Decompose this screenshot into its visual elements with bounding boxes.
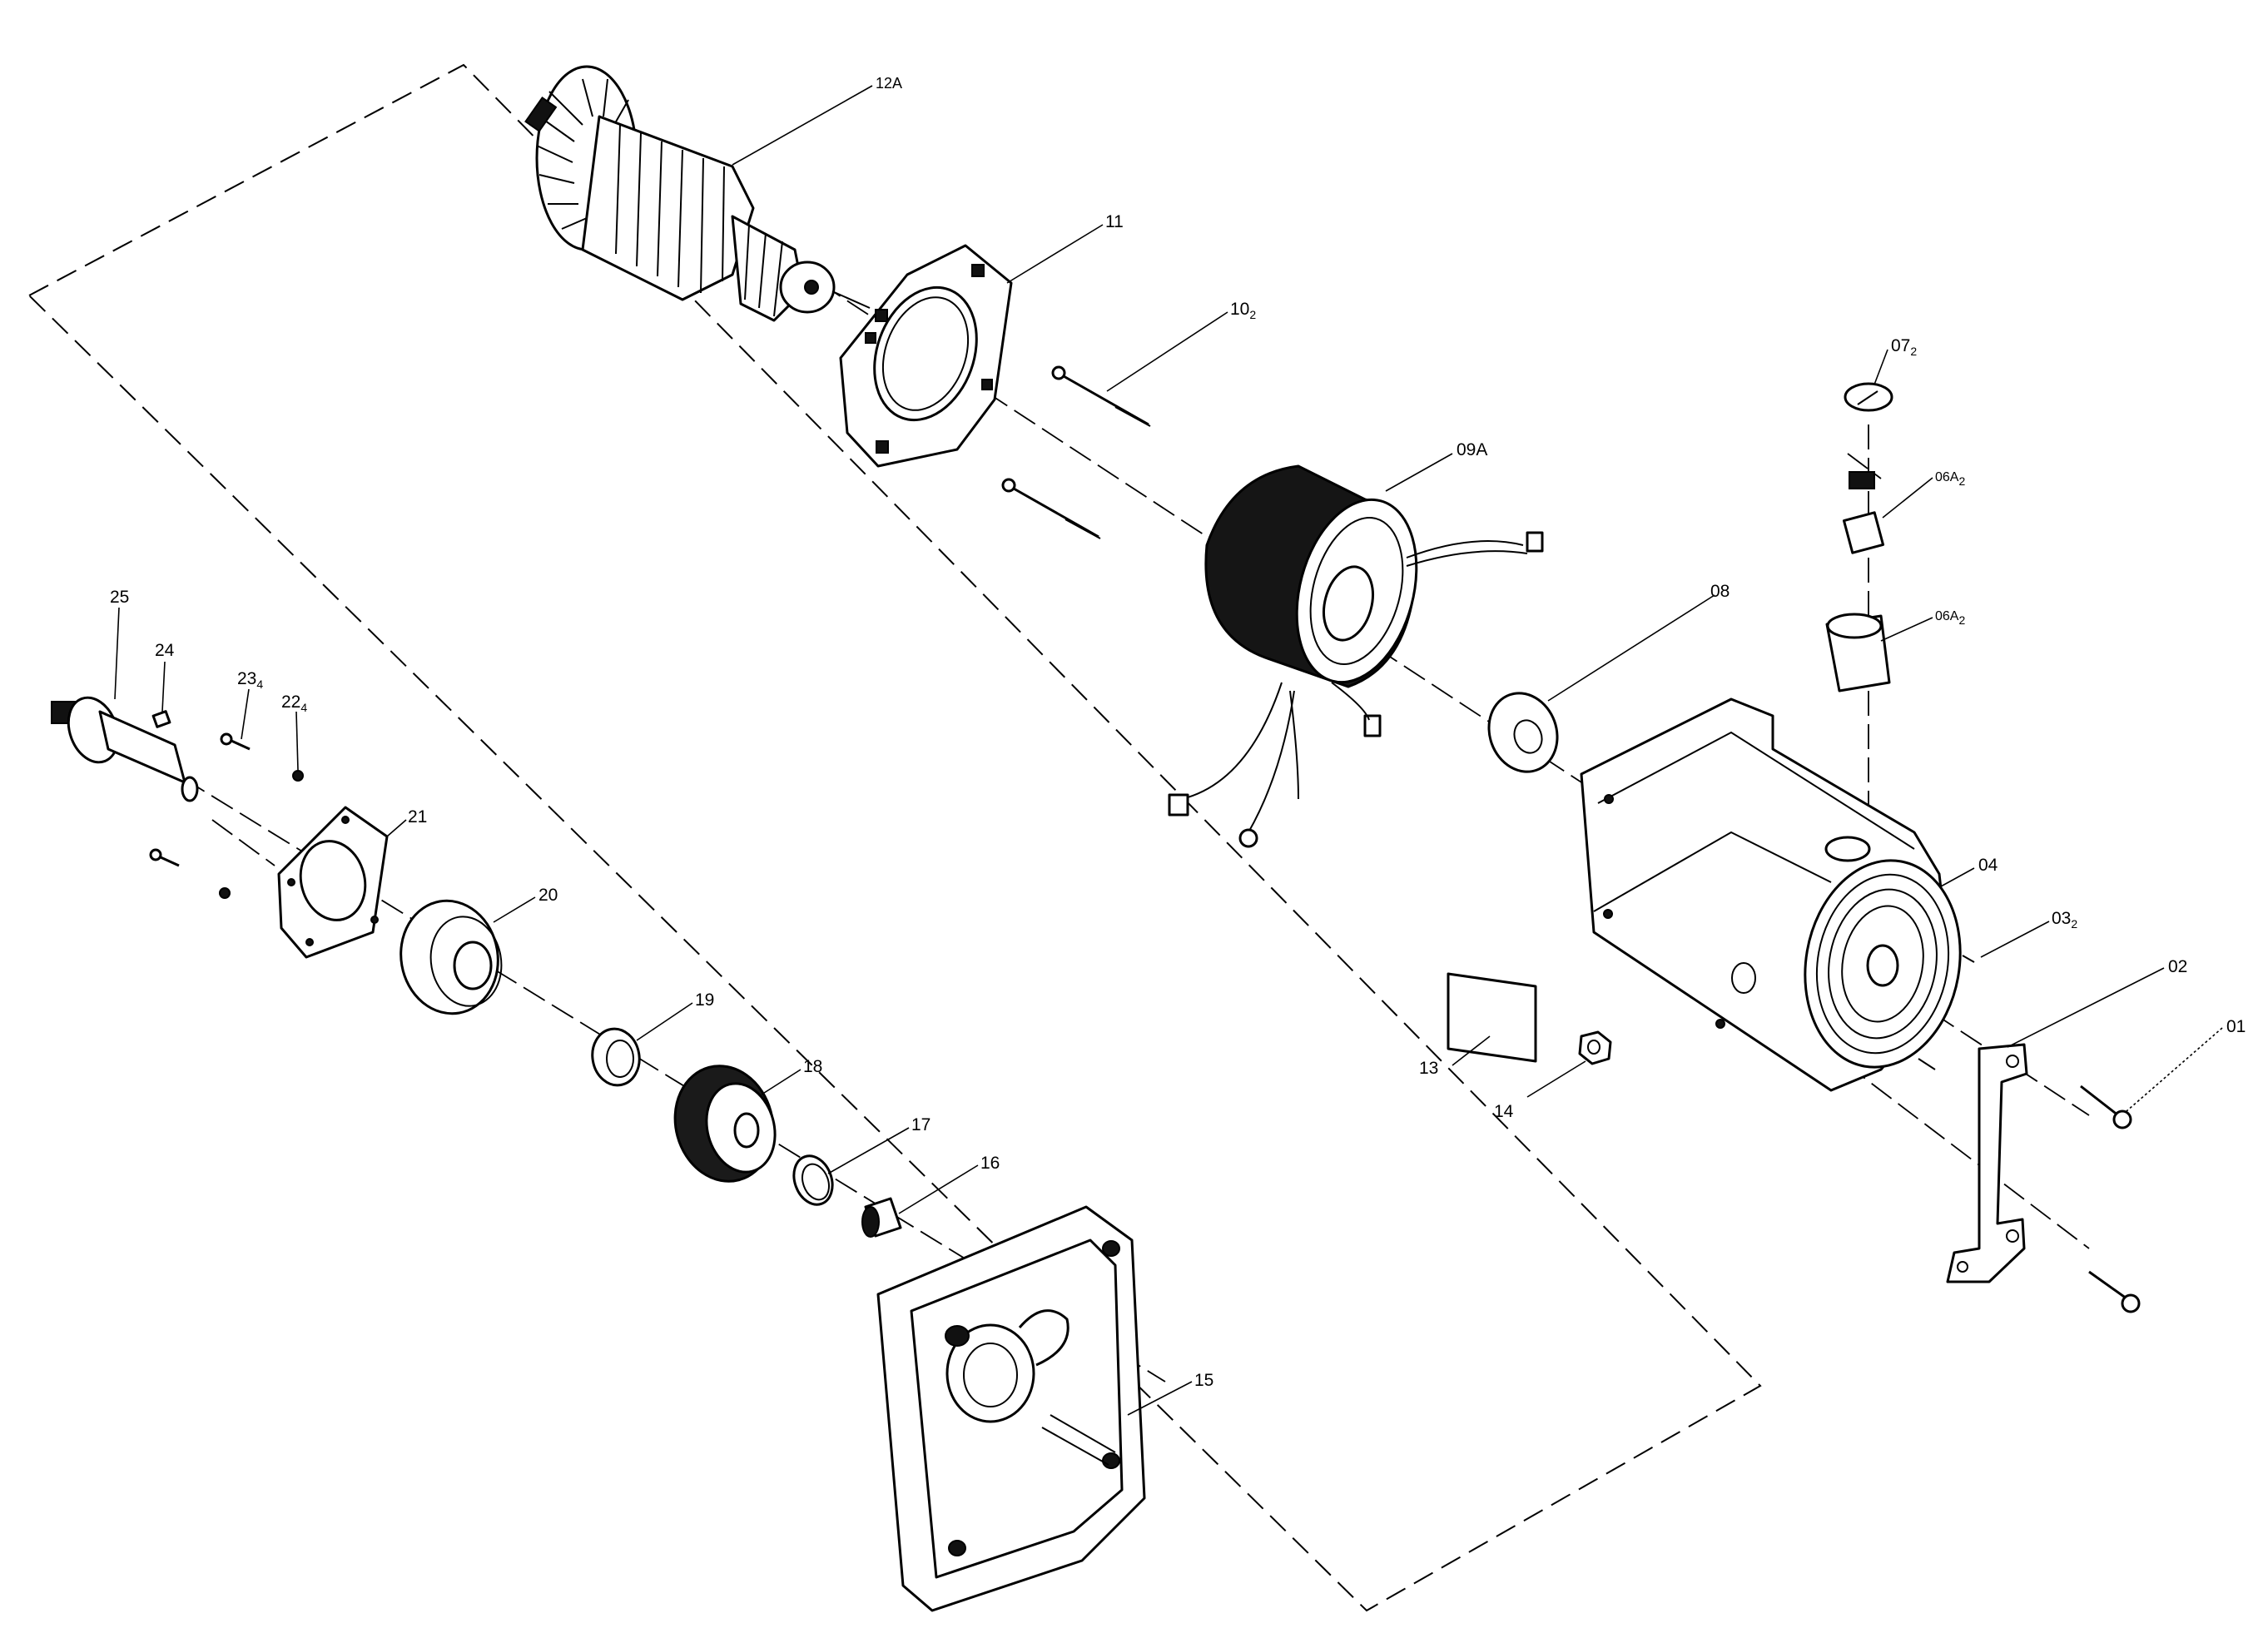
nut-part <box>1578 1030 1612 1065</box>
dashed-frame <box>28 63 1762 1612</box>
label-01: 01 <box>2226 1017 2246 1036</box>
brush-assembly-part <box>1825 382 1893 692</box>
bearing-ring-part <box>1487 692 1559 773</box>
label-12: 12A <box>876 75 902 92</box>
leader-lines <box>114 85 2223 1416</box>
label-10: 102 <box>1230 300 1256 321</box>
motor-housing-part <box>1580 697 1962 1092</box>
label-14: 14 <box>1494 1102 1514 1121</box>
armature-part <box>524 65 871 322</box>
large-bearing-part <box>400 899 503 1015</box>
label-06b: 06A2 <box>1935 609 1965 627</box>
field-coil-part <box>1168 464 1544 848</box>
small-screws-part <box>1918 955 2141 1313</box>
label-08: 08 <box>1710 582 1730 601</box>
label-15: 15 <box>1194 1371 1213 1390</box>
label-17: 17 <box>911 1115 931 1134</box>
gear-housing-part <box>876 1205 1146 1612</box>
label-20: 20 <box>538 886 558 905</box>
label-23: 234 <box>237 669 263 691</box>
bracket-part <box>1946 1043 2028 1283</box>
output-shaft-part <box>51 696 304 899</box>
label-13: 13 <box>1419 1059 1438 1078</box>
brush-plate-part <box>839 244 1013 468</box>
label-04: 04 <box>1978 856 1998 875</box>
part-labels: 01 02 032 04 06A2 06A2 072 08 09A 102 11… <box>110 75 2246 1390</box>
label-09: 09A <box>1457 440 1487 459</box>
label-02: 02 <box>2168 957 2187 976</box>
label-18: 18 <box>803 1057 822 1076</box>
label-11: 11 <box>1105 212 1124 231</box>
gear-train-parts <box>591 1027 902 1238</box>
label-22: 224 <box>281 692 307 714</box>
label-19: 19 <box>695 990 714 1010</box>
label-25: 25 <box>110 588 129 607</box>
label-24: 24 <box>155 641 175 660</box>
label-06a: 06A2 <box>1935 470 1965 488</box>
long-screws-part <box>1001 365 1151 539</box>
gasket-plate-part <box>277 806 389 959</box>
assembly-axes <box>182 99 2090 1382</box>
label-21: 21 <box>408 807 427 826</box>
label-plate-part <box>1447 972 1537 1063</box>
label-07: 072 <box>1891 336 1917 358</box>
label-03: 032 <box>2052 909 2077 931</box>
label-16: 16 <box>980 1154 1000 1173</box>
